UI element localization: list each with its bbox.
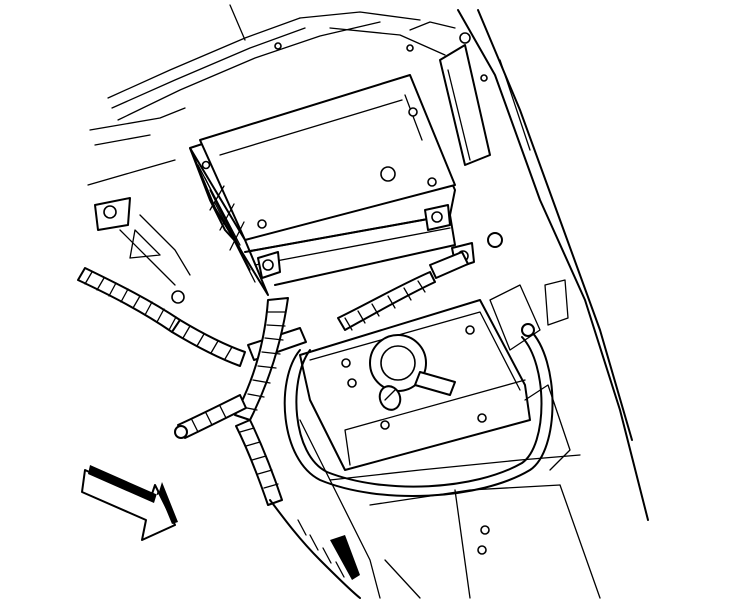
negative-cable — [283, 323, 554, 497]
battery — [189, 74, 456, 296]
wiring-harness — [77, 267, 361, 599]
upper-body-panels — [87, 4, 471, 186]
positive-cable — [337, 251, 469, 331]
fender-edge — [457, 9, 649, 521]
battery-tray-base — [299, 299, 531, 471]
battery-hold-down-bracket — [439, 44, 491, 166]
view-direction-arrow — [81, 465, 178, 541]
tray-support-left — [94, 197, 191, 304]
